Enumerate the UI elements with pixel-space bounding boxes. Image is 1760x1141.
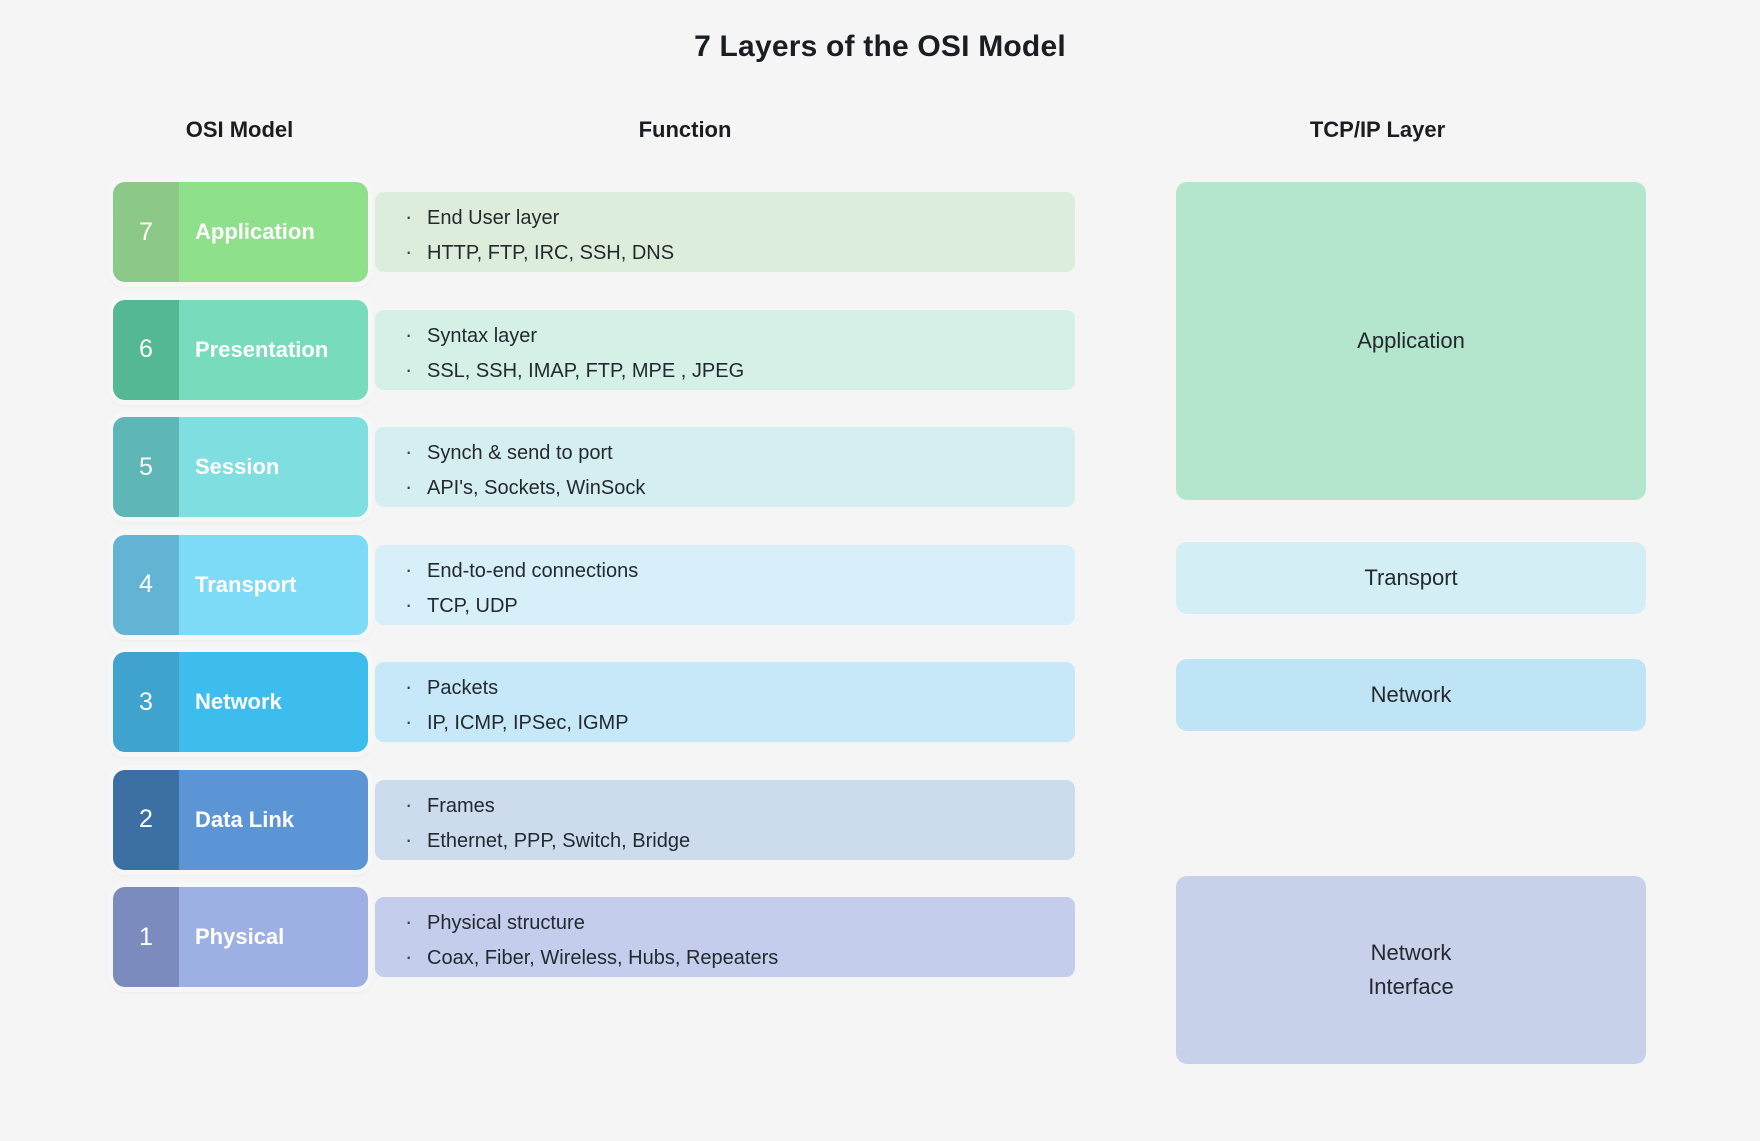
function-bullet: Packets: [397, 669, 1075, 706]
function-panel: Syntax layerSSL, SSH, IMAP, FTP, MPE , J…: [375, 309, 1075, 390]
column-header-function: Function: [638, 117, 732, 142]
layer-name: Transport: [179, 534, 368, 635]
layer-name: Application: [179, 182, 368, 282]
function-bullet: IP, ICMP, IPSec, IGMP: [397, 704, 1075, 741]
layer-number: 4: [113, 534, 179, 635]
function-bullet: End User layer: [397, 199, 1075, 236]
page-title: 7 Layers of the OSI Model: [694, 30, 1066, 63]
function-bullet: TCP, UDP: [397, 587, 1075, 624]
layer-number: 2: [113, 769, 179, 870]
layer-name: Data Link: [179, 769, 368, 870]
layer-number: 6: [113, 299, 179, 400]
function-bullet: HTTP, FTP, IRC, SSH, DNS: [397, 234, 1075, 271]
layer-name: Network: [179, 652, 368, 752]
layer-name: Physical: [179, 887, 368, 987]
function-panel: FramesEthernet, PPP, Switch, Bridge: [375, 779, 1075, 860]
function-bullet: Coax, Fiber, Wireless, Hubs, Repeaters: [397, 939, 1075, 976]
function-bullet: Synch & send to port: [397, 434, 1075, 471]
tcpip-block[interactable]: Transport: [1176, 542, 1646, 614]
tcpip-block[interactable]: Application: [1176, 182, 1646, 500]
column-header-tcpip-layer: TCP/IP Layer: [1309, 117, 1446, 142]
layer-name: Presentation: [179, 299, 368, 400]
function-bullet: End-to-end connections: [397, 552, 1075, 589]
layer-number: 7: [113, 182, 179, 282]
function-panel: End-to-end connectionsTCP, UDP: [375, 544, 1075, 625]
function-panel: PacketsIP, ICMP, IPSec, IGMP: [375, 662, 1075, 742]
function-panel: Synch & send to portAPI's, Sockets, WinS…: [375, 427, 1075, 507]
function-bullet: Syntax layer: [397, 317, 1075, 354]
function-bullet: SSL, SSH, IMAP, FTP, MPE , JPEG: [397, 352, 1075, 389]
layer-number: 3: [113, 652, 179, 752]
layer-number: 1: [113, 887, 179, 987]
tcpip-block[interactable]: Network: [1176, 659, 1646, 731]
function-panel: End User layerHTTP, FTP, IRC, SSH, DNS: [375, 192, 1075, 272]
function-panel: Physical structureCoax, Fiber, Wireless,…: [375, 897, 1075, 977]
function-bullet: Frames: [397, 787, 1075, 824]
column-header-osi-model: OSI Model: [185, 117, 294, 142]
function-bullet: API's, Sockets, WinSock: [397, 469, 1075, 506]
function-bullet: Physical structure: [397, 904, 1075, 941]
function-bullet: Ethernet, PPP, Switch, Bridge: [397, 822, 1075, 859]
tcpip-block[interactable]: Network Interface: [1176, 876, 1646, 1064]
layer-number: 5: [113, 417, 179, 517]
layer-name: Session: [179, 417, 368, 517]
osi-layer-list: End User layerHTTP, FTP, IRC, SSH, DNS7A…: [0, 0, 1180, 1141]
